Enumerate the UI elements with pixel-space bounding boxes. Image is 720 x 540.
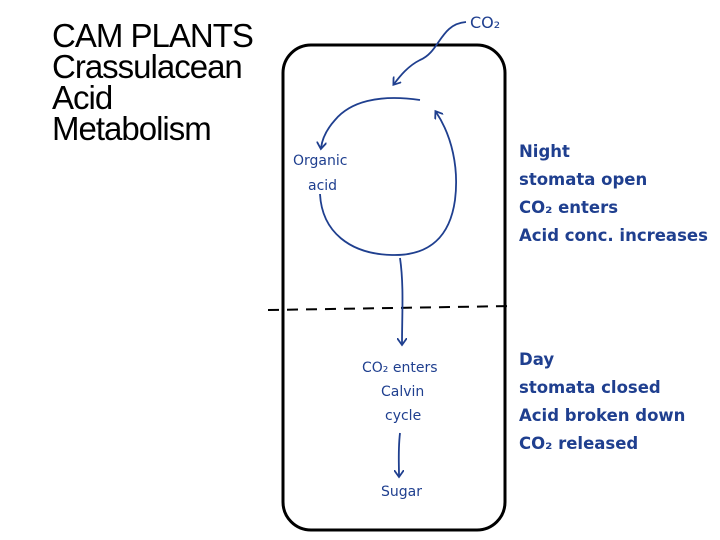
night-stomata: stomata open [519, 170, 647, 189]
organic-acid-label-2: acid [308, 178, 337, 194]
co2-in-label: CO₂ [470, 13, 500, 32]
title-line-2: Crassulacean [52, 48, 243, 85]
co2-enters-label-3: cycle [385, 408, 421, 424]
co2-enters-label-2: Calvin [381, 384, 424, 400]
slide-title: CAM PLANTS Crassulacean Acid Metabolism [52, 17, 282, 147]
acid-loop-arrow [319, 112, 457, 256]
cell-outline [281, 43, 507, 532]
to-calvin-arrow [400, 257, 403, 344]
night-heading: Night [519, 142, 570, 161]
day-acid: Acid broken down [519, 406, 685, 425]
day-night-divider [267, 305, 513, 311]
title-line-4: Metabolism [52, 110, 212, 147]
night-acid: Acid conc. increases [519, 226, 708, 245]
sugar-label: Sugar [381, 484, 422, 500]
day-co2: CO₂ released [519, 434, 638, 453]
night-co2: CO₂ enters [519, 198, 618, 217]
title-line-3: Acid [52, 79, 113, 116]
organic-acid-label-1: Organic [293, 153, 347, 169]
title-line-1: CAM PLANTS [52, 17, 254, 54]
day-stomata: stomata closed [519, 378, 661, 397]
to-organic-acid-arrow [321, 97, 421, 148]
co2-enters-label-1: CO₂ enters [362, 360, 438, 376]
to-sugar-arrow [399, 432, 400, 476]
co2-in-arrow [394, 21, 467, 84]
day-heading: Day [519, 350, 554, 369]
